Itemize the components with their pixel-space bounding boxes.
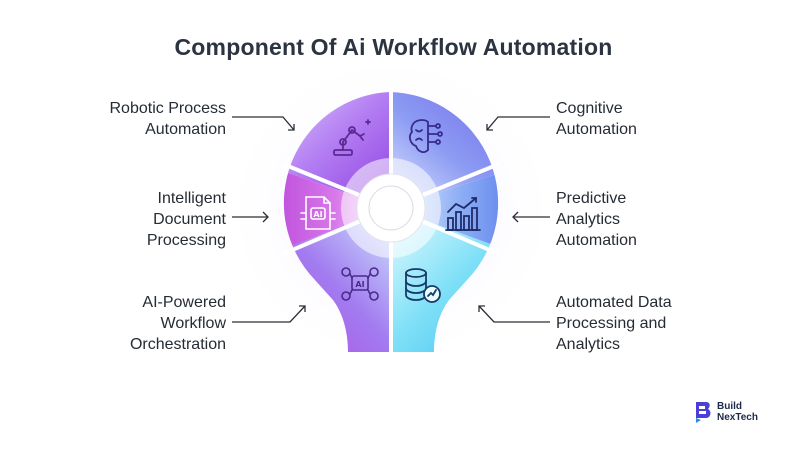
label-line: Automated Data <box>556 294 672 311</box>
label-line: Automation <box>145 121 226 138</box>
arrow-automated-data <box>478 305 550 323</box>
label-robotic-process-automation: Robotic Process Automation <box>60 98 227 140</box>
segment-predictive-analytics <box>391 160 499 262</box>
label-line: Processing <box>146 232 226 249</box>
label-line: Processing and <box>556 315 667 332</box>
arrow-robotic-process-head <box>288 124 295 131</box>
arrow-ai-workflow-head <box>299 305 306 312</box>
label-line: Orchestration <box>129 336 226 353</box>
ai-gears-icon: AI <box>341 267 379 301</box>
svg-text:AI: AI <box>313 210 322 219</box>
label-cognitive-automation: Cognitive Automation <box>556 98 736 140</box>
brain-circuit-icon <box>409 119 443 153</box>
label-ai-powered-workflow-orchestration: AI-Powered Workflow Orchestration <box>60 292 226 355</box>
bar-chart-trend-icon <box>445 197 481 231</box>
label-line: Analytics <box>556 336 621 353</box>
logo-line-2: NexTech <box>717 412 758 423</box>
label-line: Analytics <box>556 211 621 228</box>
robotic-arm-icon <box>333 119 371 156</box>
label-line: Automation <box>556 232 637 249</box>
arrow-cognitive-head <box>486 124 493 131</box>
build-nextech-logo-icon <box>696 402 711 423</box>
label-predictive-analytics-automation: Predictive Analytics Automation <box>556 188 736 251</box>
center-circle <box>356 173 426 243</box>
label-line: AI-Powered <box>142 294 226 311</box>
label-line: Document <box>153 211 226 228</box>
arrow-intelligent-document-head <box>262 211 269 223</box>
label-line: Workflow <box>160 315 227 332</box>
arrow-predictive-head <box>512 211 519 223</box>
label-line: Robotic Process <box>109 100 227 117</box>
logo-line-1: Build <box>717 401 742 412</box>
label-line: Predictive <box>556 190 627 207</box>
svg-text:AI: AI <box>355 280 364 289</box>
connector-arrows <box>232 116 550 323</box>
arrow-robotic-process <box>232 116 295 131</box>
logo-text: Build NexTech <box>717 401 758 423</box>
arrow-ai-workflow <box>232 305 306 323</box>
arrow-automated-data-head <box>478 305 485 312</box>
label-line: Cognitive <box>556 100 623 117</box>
arrow-cognitive <box>486 116 550 131</box>
brand-logo: Build NexTech <box>693 398 783 428</box>
database-chart-icon <box>405 268 441 303</box>
label-line: Intelligent <box>157 190 227 207</box>
label-intelligent-document-processing: Intelligent Document Processing <box>60 188 226 251</box>
label-automated-data-processing: Automated Data Processing and Analytics <box>556 292 736 355</box>
ai-document-icon: AI <box>300 196 336 230</box>
label-line: Automation <box>556 121 637 138</box>
